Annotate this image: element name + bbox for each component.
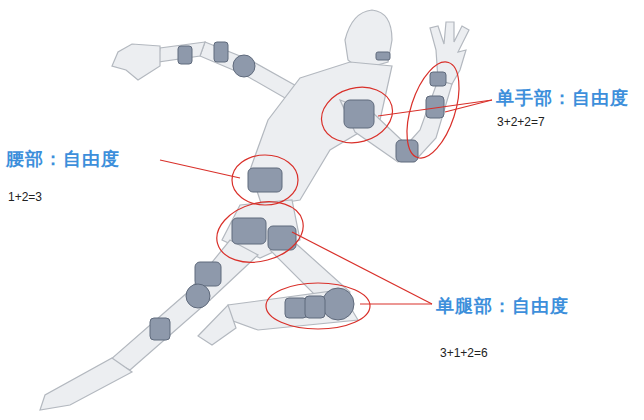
part-heading: 单手部：自由度 xyxy=(496,86,629,110)
part-heading: 单腿部：自由度 xyxy=(436,294,569,318)
dof-formula: 1+2=3 xyxy=(8,190,42,204)
part-heading: 腰部：自由度 xyxy=(6,147,120,171)
dof-formula: 3+2+2=7 xyxy=(497,115,545,129)
dof-formula: 3+1+2=6 xyxy=(440,346,488,360)
